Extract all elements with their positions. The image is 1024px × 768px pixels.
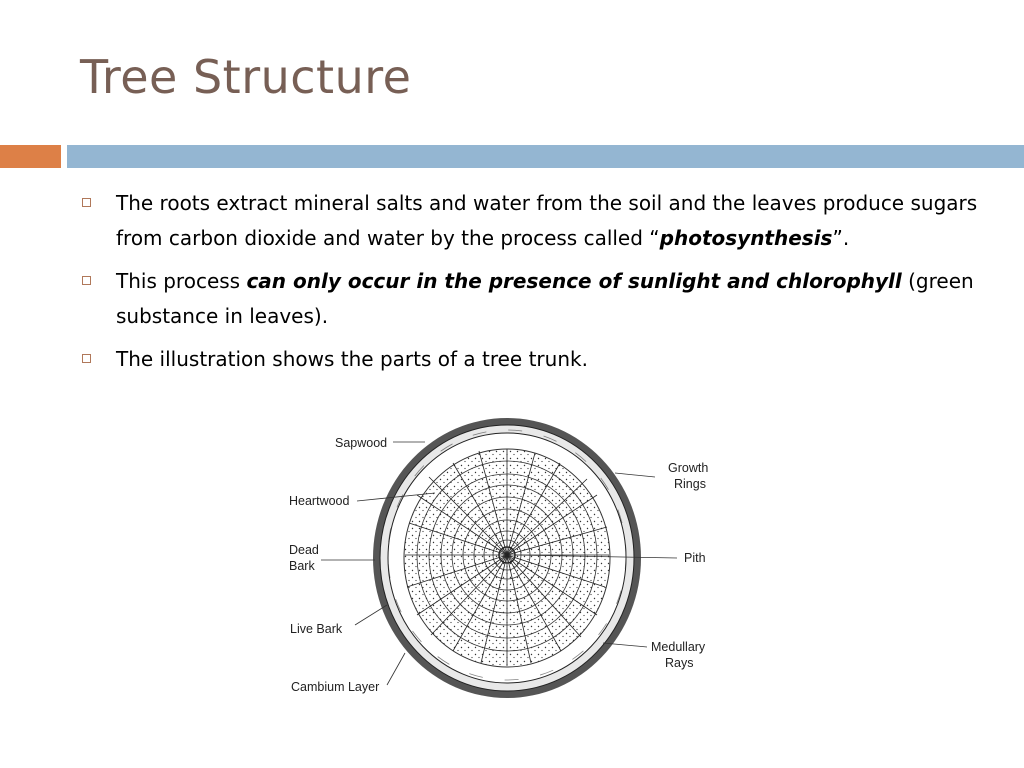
square-bullet-icon	[82, 354, 91, 363]
label-growth-rings-line2: Rings	[674, 477, 706, 491]
accent-bar-blue	[67, 145, 1024, 168]
label-live-bark: Live Bark	[290, 622, 343, 636]
label-pith: Pith	[684, 551, 706, 565]
bullet-item: The roots extract mineral salts and wate…	[80, 186, 980, 255]
label-cambium-layer: Cambium Layer	[291, 680, 379, 694]
pith-core	[498, 546, 516, 564]
label-heartwood: Heartwood	[289, 494, 349, 508]
square-bullet-icon	[82, 198, 91, 207]
square-bullet-icon	[82, 276, 91, 285]
slide-title: Tree Structure	[80, 50, 412, 104]
trunk-cross-section	[373, 418, 641, 698]
label-sapwood: Sapwood	[335, 436, 387, 450]
label-growth-rings-line1: Growth	[668, 461, 708, 475]
medullary-rays	[405, 449, 609, 666]
bullet-item: This process can only occur in the prese…	[80, 264, 980, 333]
label-medullary-line1: Medullary	[651, 640, 706, 654]
label-dead-bark-line2: Bark	[289, 559, 315, 573]
bullet-list: The roots extract mineral salts and wate…	[80, 186, 980, 386]
diagram-labels: Sapwood Heartwood Dead Bark Live Bark Ca…	[289, 436, 708, 694]
bullet-item: The illustration shows the parts of a tr…	[80, 342, 980, 377]
leader-lines	[321, 441, 678, 686]
accent-bar-orange	[0, 145, 61, 168]
label-dead-bark-line1: Dead	[289, 543, 319, 557]
label-medullary-line2: Rays	[665, 656, 693, 670]
tree-trunk-diagram: Sapwood Heartwood Dead Bark Live Bark Ca…	[289, 418, 708, 698]
